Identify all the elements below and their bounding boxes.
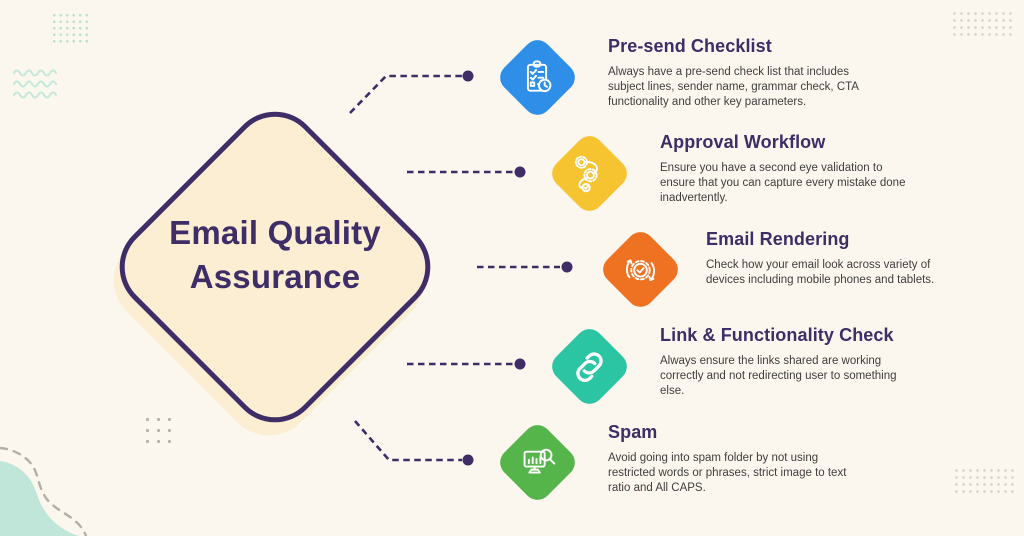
item-title: Link & Functionality Check [660, 325, 894, 345]
workflow-gears-icon [574, 155, 598, 192]
connector-5-dot [462, 454, 474, 466]
gear-sync-icon [625, 258, 656, 281]
dot-grid-decoration [51, 12, 92, 43]
connector-3-dot [561, 261, 573, 273]
item-title: Spam [608, 422, 658, 442]
connector-1 [349, 74, 462, 114]
item-presend: Pre-send Checklist Always have a pre-sen… [608, 36, 878, 110]
item-icon-diamond [494, 419, 581, 506]
item-approval: Approval Workflow Ensure you have a seco… [660, 132, 930, 206]
item-icon-tile-link [546, 323, 633, 410]
item-title: Pre-send Checklist [608, 36, 772, 56]
item-icon-diamond [546, 130, 633, 217]
item-description: Always have a pre-send check list that i… [608, 66, 859, 108]
item-description: Always ensure the links shared are worki… [660, 355, 897, 397]
chain-link-icon [576, 351, 603, 382]
item-title: Approval Workflow [660, 132, 826, 152]
dot-grid-decoration [142, 414, 173, 445]
page-title-line1: Email Quality [169, 214, 381, 251]
connector-1-dot [462, 70, 474, 82]
item-link-check: Link & Functionality Check Always ensure… [660, 325, 930, 399]
connector-5 [354, 420, 462, 462]
squiggle-lines-icon [13, 69, 57, 99]
item-icon-diamond [546, 323, 633, 410]
item-description: Avoid going into spam folder by not usin… [608, 452, 847, 494]
dot-grid-decoration [953, 467, 1014, 495]
dashed-contour-decoration [0, 446, 88, 536]
item-title: Email Rendering [706, 229, 850, 249]
item-icon-tile-presend [494, 34, 581, 121]
item-rendering: Email Rendering Check how your email loo… [706, 229, 976, 288]
connector-4-dot [514, 358, 526, 370]
page-title-line2: Assurance [189, 257, 361, 295]
checklist-clock-icon [526, 59, 552, 92]
page-title: Email Quality Assurance [95, 211, 455, 299]
connector-2-dot [514, 166, 526, 178]
item-icon-tile-rendering [597, 226, 684, 313]
item-icon-diamond [597, 226, 684, 313]
item-icon-tile-approval [546, 130, 633, 217]
dot-grid-decoration [951, 10, 1012, 38]
monitor-search-icon [523, 448, 556, 473]
item-spam: Spam Avoid going into spam folder by not… [608, 422, 878, 496]
item-icon-diamond [494, 34, 581, 121]
item-icon-tile-spam [494, 419, 581, 506]
item-description: Check how your email look across variety… [706, 259, 935, 286]
item-description: Ensure you have a second eye validation … [660, 162, 906, 204]
corner-blob-decoration [0, 461, 82, 536]
